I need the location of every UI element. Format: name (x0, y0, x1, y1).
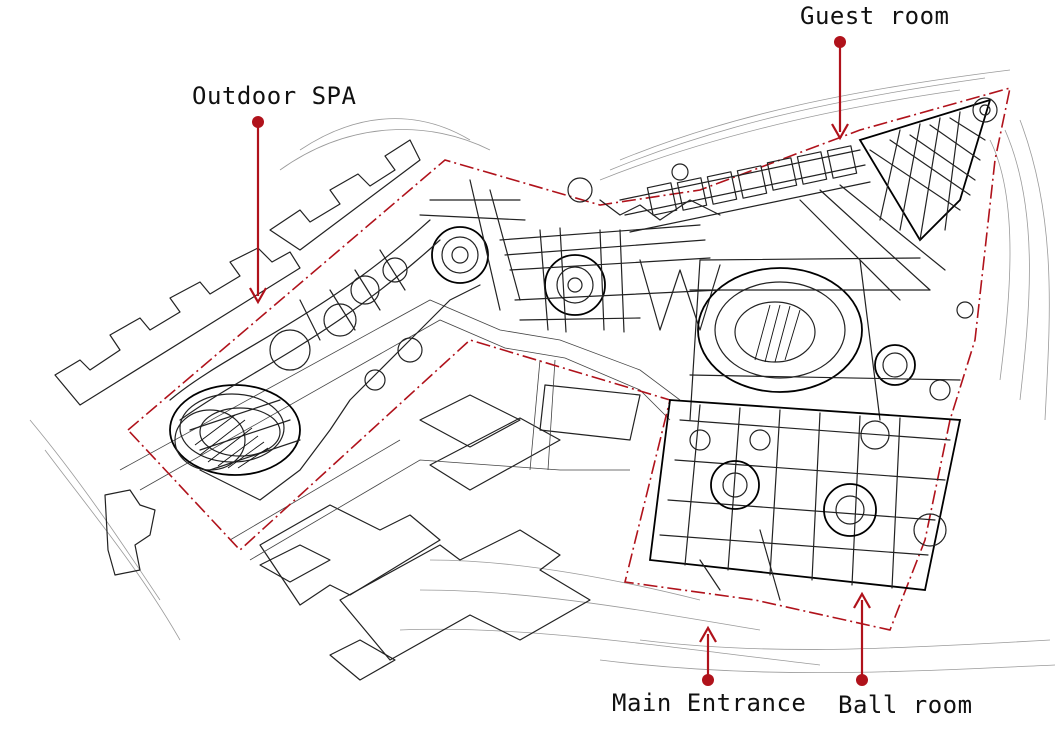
ballroom-zone-sketch (648, 399, 962, 601)
annotation-outdoor-spa (249, 116, 267, 305)
guest-room-units (646, 145, 858, 216)
main-plaza-sketch (689, 257, 974, 421)
existing-buildings-south (104, 384, 641, 681)
main-entrance-label: Main Entrance (612, 689, 806, 717)
annotation-main-entrance (699, 625, 717, 686)
annotation-ball-room (853, 591, 871, 686)
outdoor-spa-label: Outdoor SPA (192, 82, 356, 110)
existing-buildings-northwest (54, 139, 421, 406)
central-zone-sketch (499, 199, 721, 333)
terrain-contours (29, 69, 1056, 674)
guest-room-zone-sketch (567, 97, 998, 301)
spa-zone-sketch (169, 179, 526, 501)
annotation-guest-room (831, 36, 849, 141)
plaza-hatch (754, 304, 801, 363)
road-lines (119, 299, 681, 561)
guest-room-label: Guest room (800, 2, 950, 30)
ball-room-label: Ball room (838, 691, 973, 719)
spa-hatch (194, 414, 269, 469)
